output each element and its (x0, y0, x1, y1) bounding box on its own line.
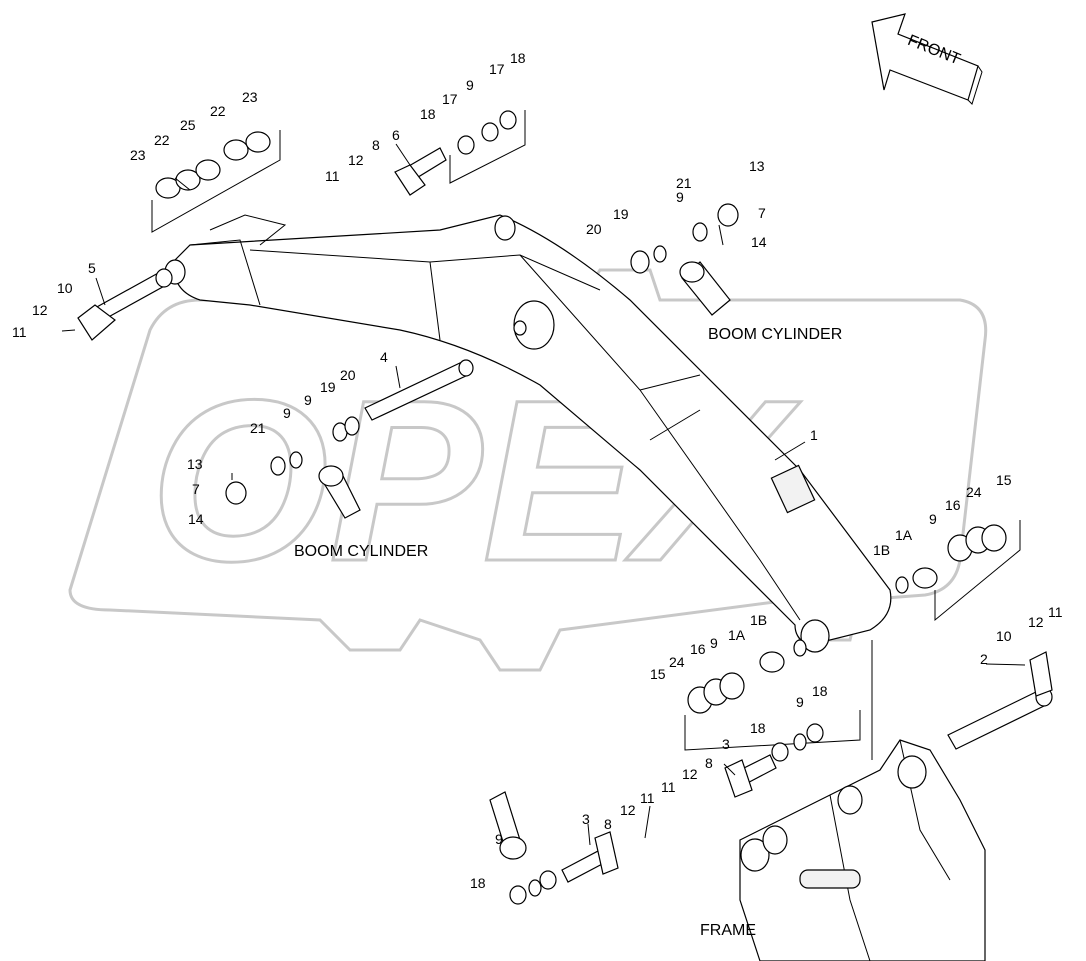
label-boom-cylinder-left: BOOM CYLINDER (294, 543, 428, 560)
pin-3-lower (561, 831, 619, 883)
callout-20: 20 (340, 367, 356, 383)
callout-9: 9 (466, 77, 474, 93)
pin-3-upper (724, 754, 777, 798)
callout-11: 11 (12, 324, 27, 340)
callout-22: 22 (210, 103, 226, 119)
callout-1B: 1B (873, 542, 890, 558)
callout-12: 12 (32, 302, 48, 318)
callout-4: 4 (380, 349, 388, 365)
callout-20: 20 (586, 221, 602, 237)
callout-1A: 1A (895, 527, 913, 543)
callout-8: 8 (705, 755, 713, 771)
callout-17: 17 (442, 91, 458, 107)
callout-21: 21 (676, 175, 692, 191)
callout-18: 18 (420, 106, 436, 122)
callout-22: 22 (154, 132, 170, 148)
callout-18: 18 (470, 875, 486, 891)
callout-9: 9 (495, 831, 503, 847)
callout-19: 19 (613, 206, 629, 222)
callout-1: 1 (810, 427, 818, 443)
callout-9: 9 (283, 405, 291, 421)
callout-2: 2 (980, 651, 988, 667)
callout-17: 17 (489, 61, 505, 77)
pin-6 (394, 147, 447, 196)
shim-stack-bottom (684, 651, 861, 751)
boom-foot-boss (800, 619, 830, 653)
label-boom-cylinder-right: BOOM CYLINDER (708, 326, 842, 343)
callout-9: 9 (676, 189, 684, 205)
callout-24: 24 (966, 484, 982, 500)
callout-11: 11 (640, 790, 655, 806)
callout-8: 8 (604, 816, 612, 832)
callout-3: 3 (582, 811, 590, 827)
callout-16: 16 (945, 497, 961, 513)
callout-12: 12 (620, 802, 636, 818)
boom-arm (164, 214, 892, 653)
callout-10: 10 (996, 628, 1012, 644)
boom-cylinder-right (679, 261, 731, 316)
callout-9: 9 (796, 694, 804, 710)
callout-12: 12 (348, 152, 364, 168)
pin-5 (77, 268, 173, 341)
callout-16: 16 (690, 641, 706, 657)
callout-14: 14 (188, 511, 204, 527)
leader-lines (61, 143, 1026, 846)
shim-stack-top-left (151, 130, 281, 233)
callout-23: 23 (242, 89, 258, 105)
callout-21: 21 (250, 420, 266, 436)
callout-8: 8 (372, 137, 380, 153)
pin-4 (364, 359, 474, 421)
callout-1B: 1B (750, 612, 767, 628)
callout-18: 18 (750, 720, 766, 736)
front-arrow: FRONT (871, 13, 983, 105)
callout-13: 13 (187, 456, 203, 472)
callout-12: 12 (682, 766, 698, 782)
callout-7: 7 (192, 481, 200, 497)
callout-15: 15 (996, 472, 1012, 488)
callout-12: 12 (1028, 614, 1044, 630)
callout-24: 24 (669, 654, 685, 670)
callout-6: 6 (392, 127, 400, 143)
callout-15: 15 (650, 666, 666, 682)
shim-stack-right (912, 520, 1021, 622)
callout-13: 13 (749, 158, 765, 174)
callout-10: 10 (57, 280, 73, 296)
callout-5: 5 (88, 260, 96, 276)
shim-stack-top-center (449, 110, 526, 184)
callout-7: 7 (758, 205, 766, 221)
boom-cylinder-lower (489, 791, 527, 860)
callout-25: 25 (180, 117, 196, 133)
label-frame: FRAME (700, 922, 756, 939)
callout-14: 14 (751, 234, 767, 250)
callout-3: 3 (722, 736, 730, 752)
callout-9: 9 (710, 635, 718, 651)
callout-18: 18 (510, 50, 526, 66)
callout-1A: 1A (728, 627, 746, 643)
callout-11: 11 (1048, 604, 1063, 620)
callout-18: 18 (812, 683, 828, 699)
callout-9: 9 (304, 392, 312, 408)
callout-11: 11 (325, 168, 340, 184)
seal-rings (225, 203, 909, 905)
callout-numbers: 1 1A 1A 1B 1B 2 3 3 4 5 6 7 7 8 8 8 9 9 … (12, 50, 1063, 891)
callout-23: 23 (130, 147, 146, 163)
pin-2 (947, 651, 1053, 750)
callout-11: 11 (661, 779, 676, 795)
boom-cylinder-left (318, 465, 361, 519)
callout-19: 19 (320, 379, 336, 395)
frame (739, 640, 986, 961)
callout-9: 9 (929, 511, 937, 527)
